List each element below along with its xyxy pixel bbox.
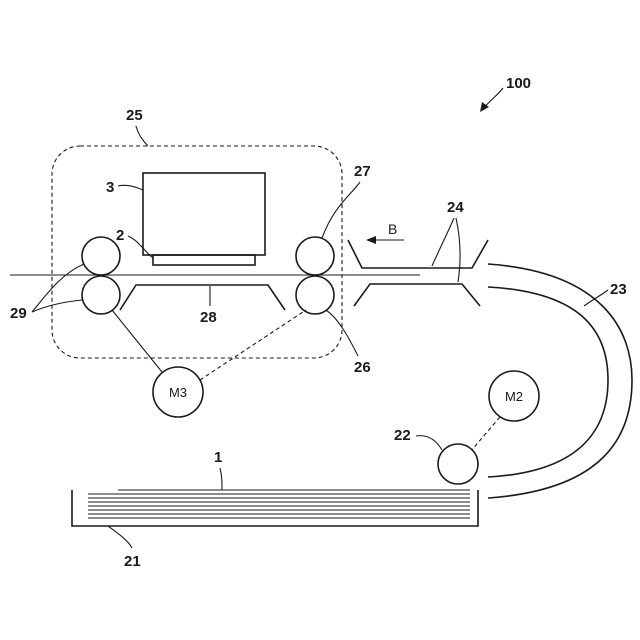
guide-24-lower (354, 284, 480, 306)
label-1: 1 (214, 449, 222, 466)
label-direction-b: B (388, 221, 397, 237)
leader-100 (484, 88, 503, 108)
label-24: 24 (447, 199, 464, 216)
guide-24-upper (348, 240, 488, 268)
label-29: 29 (10, 305, 27, 322)
leader-2 (128, 236, 153, 258)
leader-22 (416, 436, 442, 450)
label-100: 100 (506, 75, 531, 92)
label-28: 28 (200, 309, 217, 326)
label-3: 3 (106, 179, 114, 196)
direction-arrow-head (366, 236, 376, 244)
label-27: 27 (354, 163, 371, 180)
leader-24-b (456, 218, 460, 282)
leader-3 (118, 185, 143, 190)
roller-29-lower (82, 276, 120, 314)
platen-28 (120, 285, 285, 310)
leader-23 (584, 290, 608, 306)
motor-m2-label: M2 (505, 389, 523, 404)
label-23: 23 (610, 281, 627, 298)
leader-25 (136, 126, 148, 146)
leader-29-b (32, 300, 82, 312)
roller-26-lower (296, 276, 334, 314)
label-26: 26 (354, 359, 371, 376)
original-2 (153, 255, 255, 265)
leader-21 (108, 526, 132, 548)
drive-line-m2 (470, 417, 500, 452)
drive-line-m3-left (112, 310, 162, 372)
leader-29-a (32, 264, 84, 312)
label-25: 25 (126, 107, 143, 124)
motor-m3-label: M3 (169, 385, 187, 400)
roller-29-upper (82, 237, 120, 275)
label-22: 22 (394, 427, 411, 444)
leader-24-a (432, 218, 454, 266)
tray-21 (72, 490, 478, 526)
leader-27 (322, 182, 360, 238)
scanner-3 (143, 173, 265, 255)
label-21: 21 (124, 553, 141, 570)
leader-1 (220, 468, 222, 490)
pickup-roller-22 (438, 444, 478, 484)
roller-27-upper (296, 237, 334, 275)
label-2: 2 (116, 227, 124, 244)
